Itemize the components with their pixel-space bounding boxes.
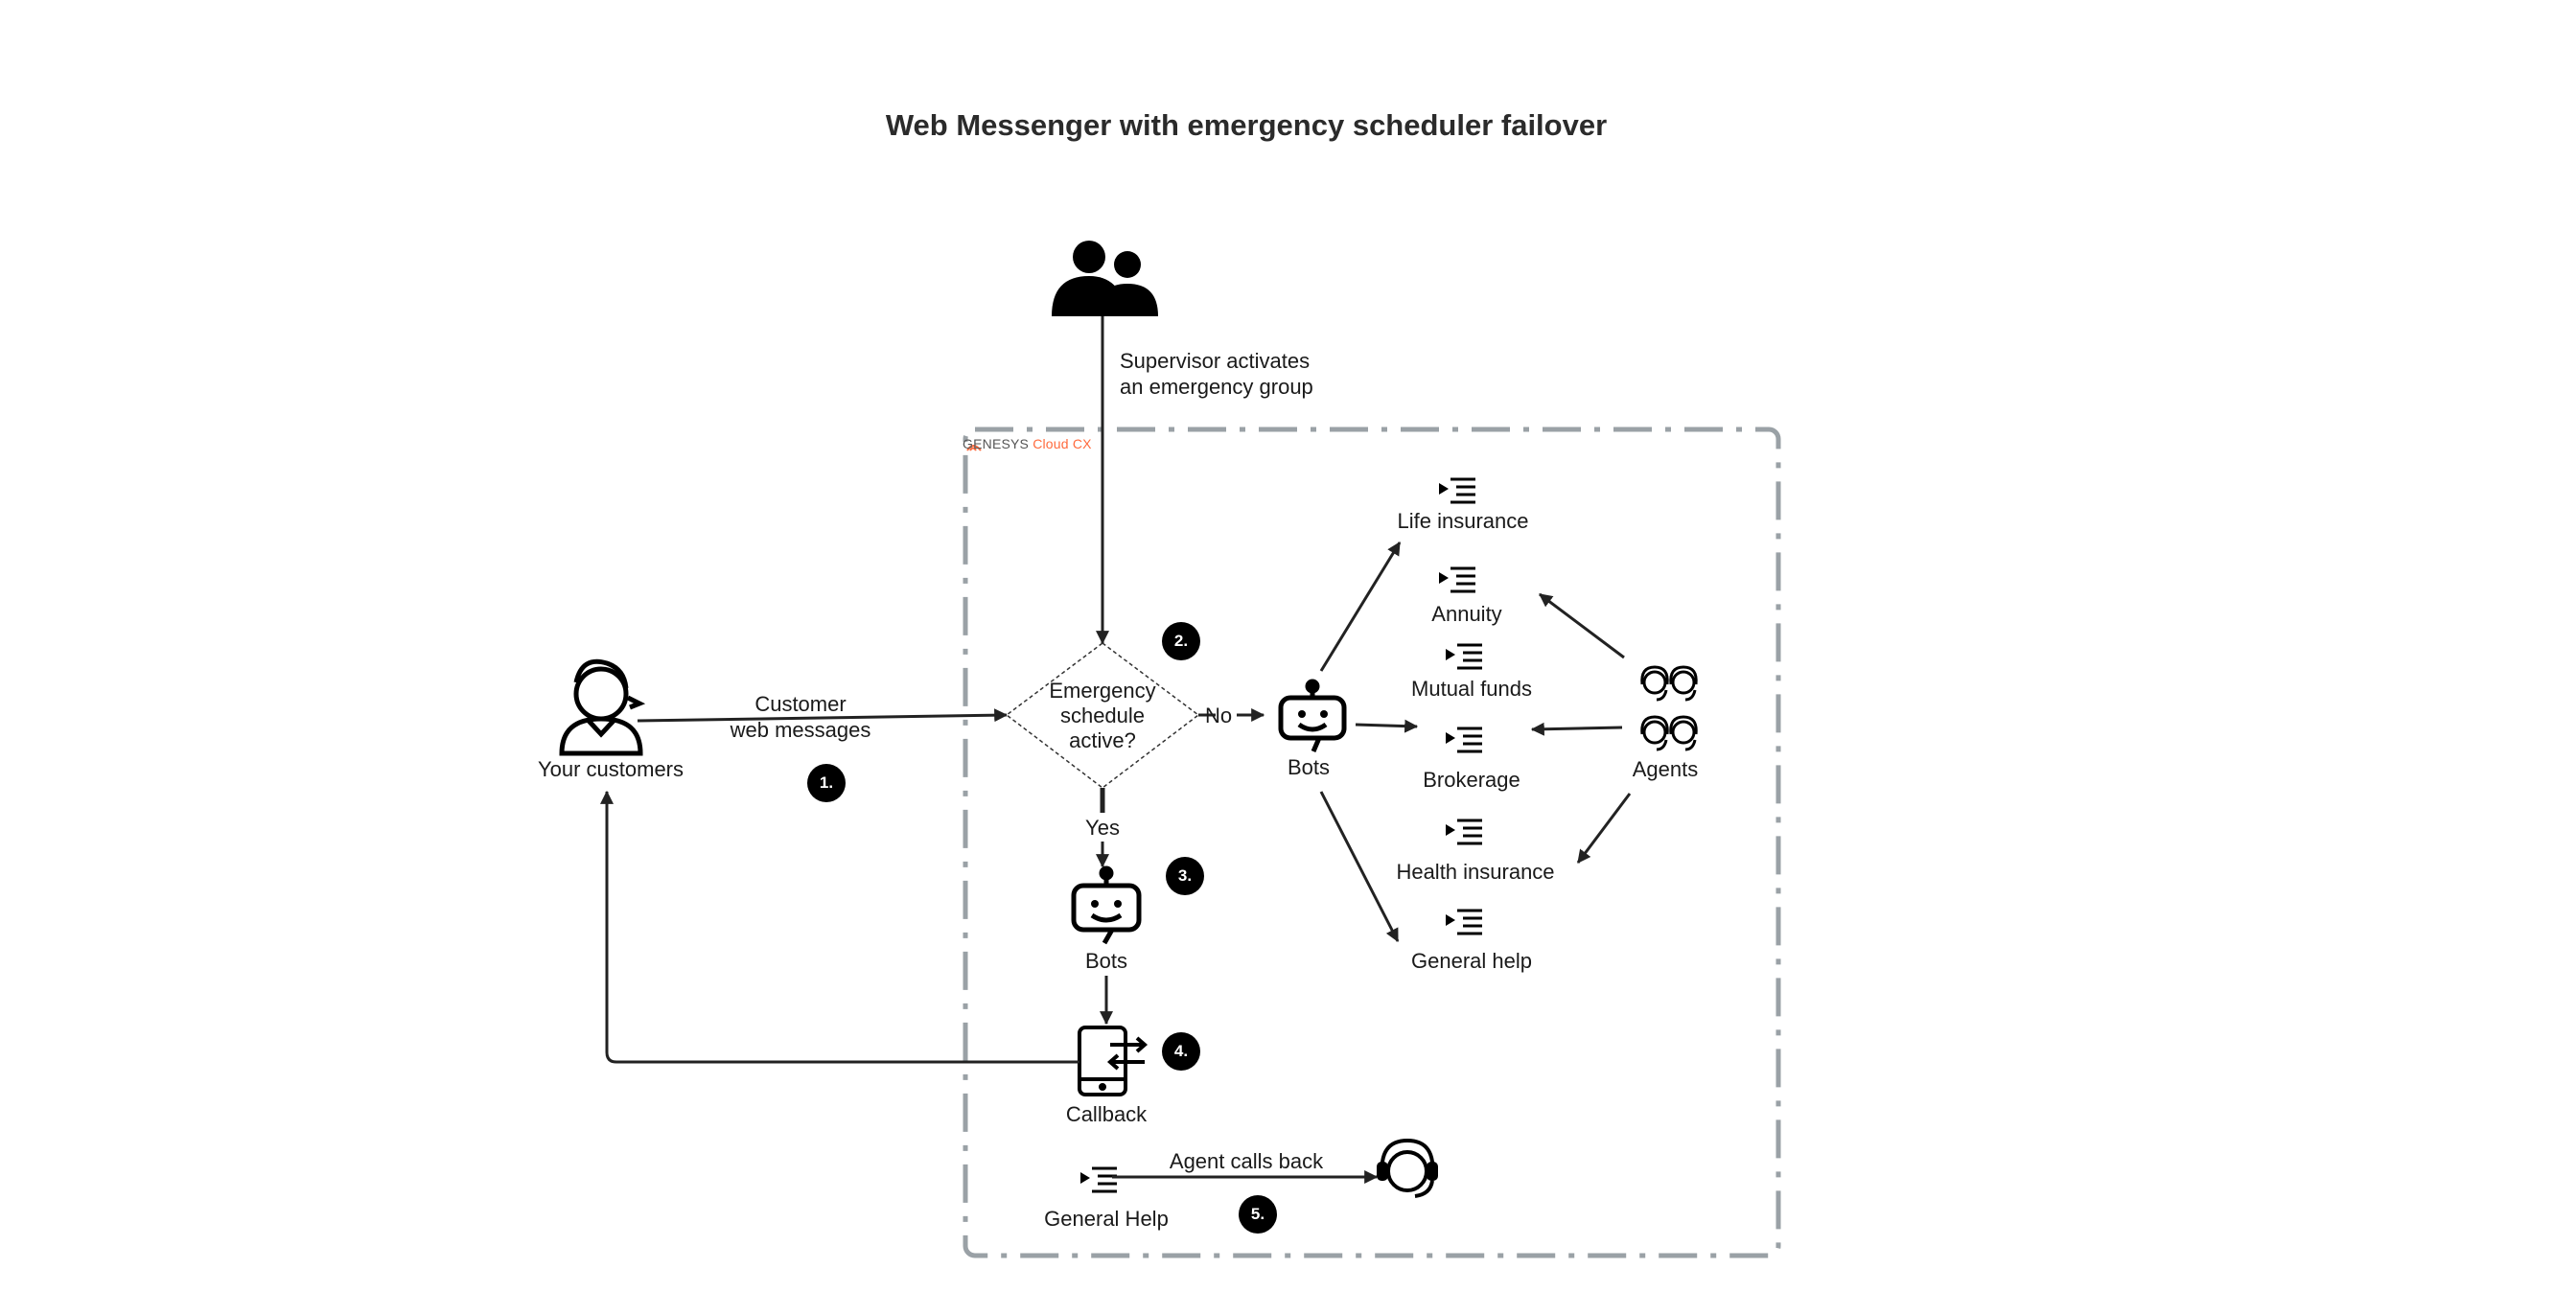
queue-icon-health [1446, 819, 1482, 845]
arrow-agents-to-annuity [1539, 592, 1625, 659]
queue-icon-brokerage [1446, 727, 1482, 753]
decision-line1: Emergency [1049, 679, 1156, 703]
step-badge-3: 3. [1166, 857, 1204, 895]
no-label: No [1205, 704, 1233, 727]
customer-messages-line2: web messages [730, 718, 871, 742]
step-badge-4: 4. [1162, 1032, 1200, 1071]
genesys-boundary [963, 427, 1781, 1258]
diagram-title: Web Messenger with emergency scheduler f… [885, 108, 1608, 142]
callback-phone-icon [1078, 1026, 1149, 1096]
arrow-agents-to-health [1576, 793, 1632, 864]
arrow-callback-to-customers [600, 790, 1079, 1064]
agent-calls-back-label: Agent calls back [1169, 1149, 1324, 1173]
queue-icon-annuity [1439, 566, 1475, 593]
decision-diamond [1005, 642, 1200, 789]
arrow-bots-to-general [1319, 791, 1400, 943]
queue-label-health-insurance: Health insurance [1396, 860, 1555, 884]
decision-line3: active? [1069, 728, 1136, 752]
queue-label-general-help: General help [1411, 949, 1532, 973]
callback-label: Callback [1065, 1102, 1148, 1126]
supervisor-label-line2: an emergency group [1120, 375, 1313, 399]
step-badge-2: 2. [1162, 622, 1200, 660]
queue-icon-mutual [1446, 643, 1482, 670]
genesys-brand: GENESYS Cloud CX [963, 436, 1092, 451]
step-badge-1: 1. [807, 764, 846, 802]
queue-label-mutual-funds: Mutual funds [1411, 677, 1532, 701]
bot-icon-main [1278, 679, 1347, 752]
general-help-queue-label: General Help [1044, 1207, 1169, 1231]
arrow-bots-to-life [1319, 542, 1402, 672]
brand-name: GENESYS [963, 436, 1030, 451]
decision-label: Emergency schedule active? [1049, 679, 1155, 753]
bots-emergency-label: Bots [1084, 949, 1128, 973]
step-badge-5: 5. [1239, 1195, 1277, 1234]
customer-messages-line1: Customer [754, 692, 847, 716]
genesys-logo-icon [966, 445, 982, 451]
queue-icon-general-help [1080, 1166, 1117, 1193]
queue-label-annuity: Annuity [1431, 602, 1502, 626]
bot-icon-emergency [1071, 865, 1142, 945]
queue-icon-general [1446, 909, 1482, 935]
agents-headset-icon [1640, 665, 1698, 751]
agents-label: Agents [1632, 757, 1699, 781]
arrow-bots-to-brokerage [1355, 719, 1419, 733]
customers-label: Your customers [537, 757, 685, 781]
arrow-customers-to-decision [637, 708, 1009, 723]
brand-product: Cloud CX [1033, 436, 1092, 451]
customer-icon [559, 658, 646, 756]
decision-line2: schedule [1059, 704, 1146, 727]
yes-label: Yes [1085, 816, 1120, 840]
queue-label-life-insurance: Life insurance [1397, 509, 1529, 533]
supervisor-label-line1: Supervisor activates [1120, 349, 1311, 373]
bots-main-label: Bots [1287, 755, 1331, 779]
agent-headset-icon [1377, 1138, 1438, 1198]
queue-icon-life [1439, 477, 1475, 504]
supervisor-group-icon [1052, 241, 1158, 316]
arrow-agents-to-brokerage [1530, 722, 1623, 736]
queue-label-brokerage: Brokerage [1423, 768, 1520, 792]
